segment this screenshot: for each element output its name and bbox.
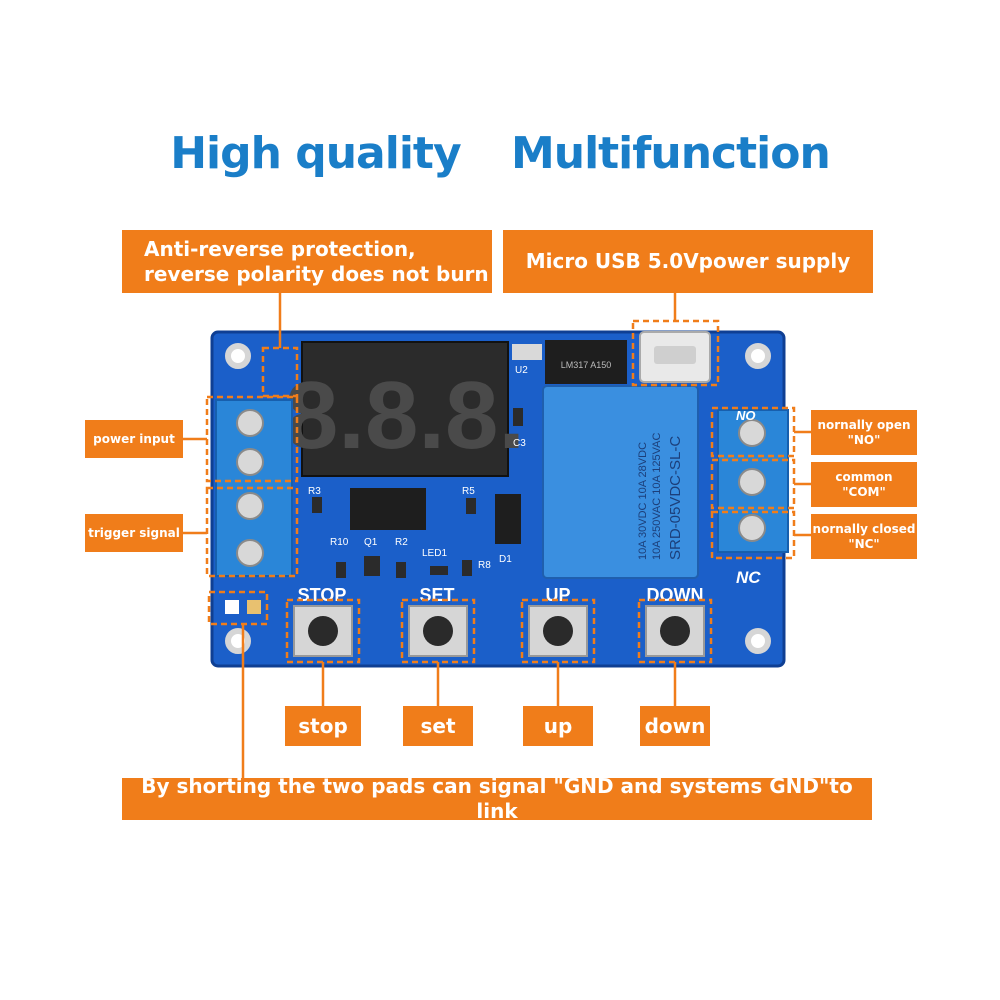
silk-u2: U2 [515,365,528,376]
diode [495,494,521,544]
callout-common: common "COM" [811,462,917,507]
silk-nc: NC [736,568,761,587]
silk-set: SET [419,585,454,605]
right-terminals [717,409,789,553]
callout-down-text: down [644,713,706,738]
silk-r3: R3 [308,486,321,497]
silk-c3: C3 [513,438,526,449]
silk-led1: LED1 [422,548,447,559]
silk-down: DOWN [647,585,704,605]
relay-model: SRD-05VDC-SL-C [667,436,684,560]
headline: High quality Multifunction [0,128,1000,179]
usb-opening [654,346,696,364]
callout-anti-reverse-line1: Anti-reverse protection, [144,236,416,261]
callout-up-text: up [543,713,573,738]
smd-components [312,408,523,578]
connector-lines [183,293,811,778]
callout-set-text: set [420,713,456,738]
regulator-label: LM317 A150 [561,360,612,370]
callout-trigger-signal: trigger signal [85,514,183,552]
callout-stop: stop [285,706,361,746]
callout-bottom-note: By shorting the two pads can signal "GND… [122,774,872,823]
callout-normally-open-line2: "NO" [847,432,881,447]
callout-set: set [403,706,473,746]
highlight-boxes [205,319,796,664]
silk-no: NO [736,408,756,423]
callout-power-input-text: power input [93,431,175,446]
seven-segment-display [301,341,509,477]
silk-r2: R2 [395,537,408,548]
regulator-chip [545,340,627,384]
callout-up: up [523,706,593,746]
callout-power-input: power input [85,420,183,458]
callout-trigger-signal-text: trigger signal [88,525,180,540]
gnd-pad-left [225,600,239,614]
relay-rating-2: 10A 30VDC 10A 28VDC [637,442,649,560]
callout-anti-reverse-line2: reverse polarity does not burn [144,261,489,286]
callout-normally-closed-line1: nornally closed [812,521,916,536]
callout-normally-closed-line2: "NC" [848,536,880,551]
callout-normally-open-line1: nornally open [817,417,911,432]
silk-r5: R5 [462,486,475,497]
callout-anti-reverse: Anti-reverse protection, reverse polarit… [122,230,492,293]
callout-down: down [640,706,710,746]
silk-d1: D1 [499,554,512,565]
component-silk: C3 U2 R3 R5 R10 Q1 R2 LED1 R8 D1 [308,365,528,571]
callout-usb: Micro USB 5.0Vpower supply [503,230,873,293]
silk-q1: Q1 [364,537,378,548]
gnd-pad-right [247,600,261,614]
headline-right: Multifunction [510,128,831,179]
optocoupler [350,488,426,530]
tactile-buttons [293,605,705,657]
silk-stop: STOP [298,585,347,605]
silk-up: UP [545,585,570,605]
relay-rating-1: 10A 250VAC 10A 125VAC [651,433,663,560]
silk-r10: R10 [330,537,349,548]
callout-normally-open: nornally open "NO" [811,410,917,455]
callout-common-line2: "COM" [842,484,886,499]
regulator-tab [512,344,542,360]
silk-r8: R8 [478,560,491,571]
display-digits: 8.8.8. [285,362,525,469]
callout-common-line1: common [835,469,893,484]
callout-stop-text: stop [298,713,348,738]
callout-usb-text: Micro USB 5.0Vpower supply [525,249,851,273]
callout-bottom-note-text: By shorting the two pads can signal "GND… [141,774,853,823]
relay [542,385,699,579]
headline-left: High quality [170,128,461,179]
callout-normally-closed: nornally closed "NC" [811,514,917,559]
